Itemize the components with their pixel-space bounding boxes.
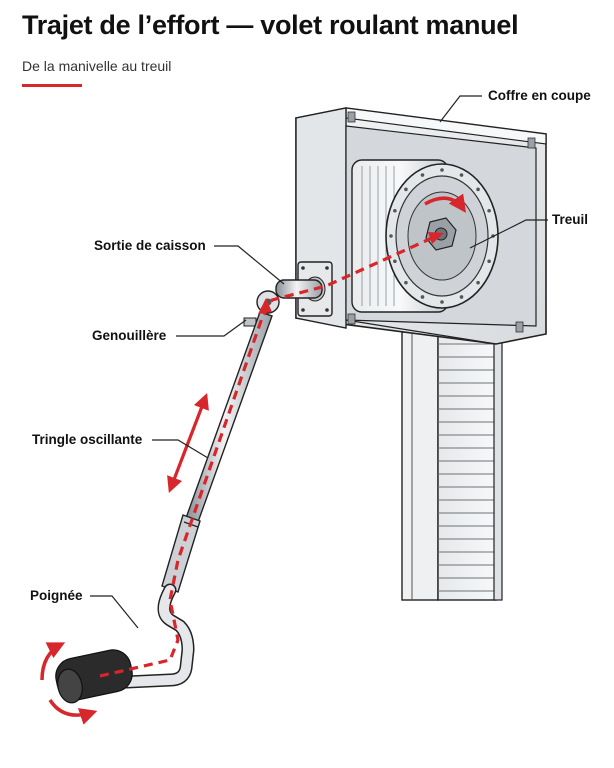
crank-arm — [119, 583, 195, 689]
leader-poignee — [90, 595, 139, 629]
winch-bolt — [487, 208, 491, 213]
leader-tringle — [152, 439, 209, 459]
shutter-slats — [437, 331, 497, 601]
winch-bolt — [459, 295, 464, 299]
label-coffre: Coffre en coupe — [488, 88, 591, 103]
leader-treuil — [469, 219, 548, 249]
label-sortie: Sortie de caisson — [94, 238, 206, 253]
label-treuil: Treuil — [552, 212, 589, 227]
exit-shaft — [275, 279, 323, 299]
leader-sortie — [214, 245, 285, 285]
force-path-arrowhead-joint — [258, 298, 272, 314]
winch-rotation-arrow — [424, 193, 467, 213]
winch-bolt — [459, 173, 464, 177]
diagram-subtitle: De la manivelle au treuil — [22, 58, 172, 74]
winch-bolt — [476, 280, 480, 285]
winch-bolt — [389, 234, 393, 238]
winch-bolt — [420, 295, 425, 299]
shutter-guide-right — [493, 331, 503, 601]
label-poignee: Poignée — [30, 588, 83, 603]
winch-bolt — [404, 280, 408, 285]
winch-bolt — [393, 208, 397, 213]
winch-bolt — [404, 187, 408, 192]
diagram-title: Trajet de l’effort — volet roulant manue… — [22, 10, 519, 40]
label-tringle: Tringle oscillante — [32, 432, 143, 447]
shutter-guide-left — [401, 331, 439, 601]
leader-genouillere — [176, 319, 247, 337]
winch-bolt — [487, 259, 491, 264]
label-genouillere: Genouillère — [92, 328, 167, 343]
grip-rotation-arrow-bottom — [48, 698, 98, 725]
leader-coffre — [439, 95, 482, 123]
winch-bolt — [440, 300, 444, 304]
winch-bolt — [420, 173, 425, 177]
oscillation-double-arrow — [167, 393, 209, 493]
force-path-arrowhead — [428, 232, 444, 244]
title-accent-rule — [22, 84, 82, 87]
winch-bolt — [476, 187, 480, 192]
handle-grip — [55, 649, 133, 704]
force-path — [99, 236, 433, 678]
winch-bolt — [440, 168, 444, 172]
grip-rotation-arrow-top — [40, 642, 66, 681]
winch — [385, 163, 499, 309]
winch-bolt — [393, 259, 397, 264]
